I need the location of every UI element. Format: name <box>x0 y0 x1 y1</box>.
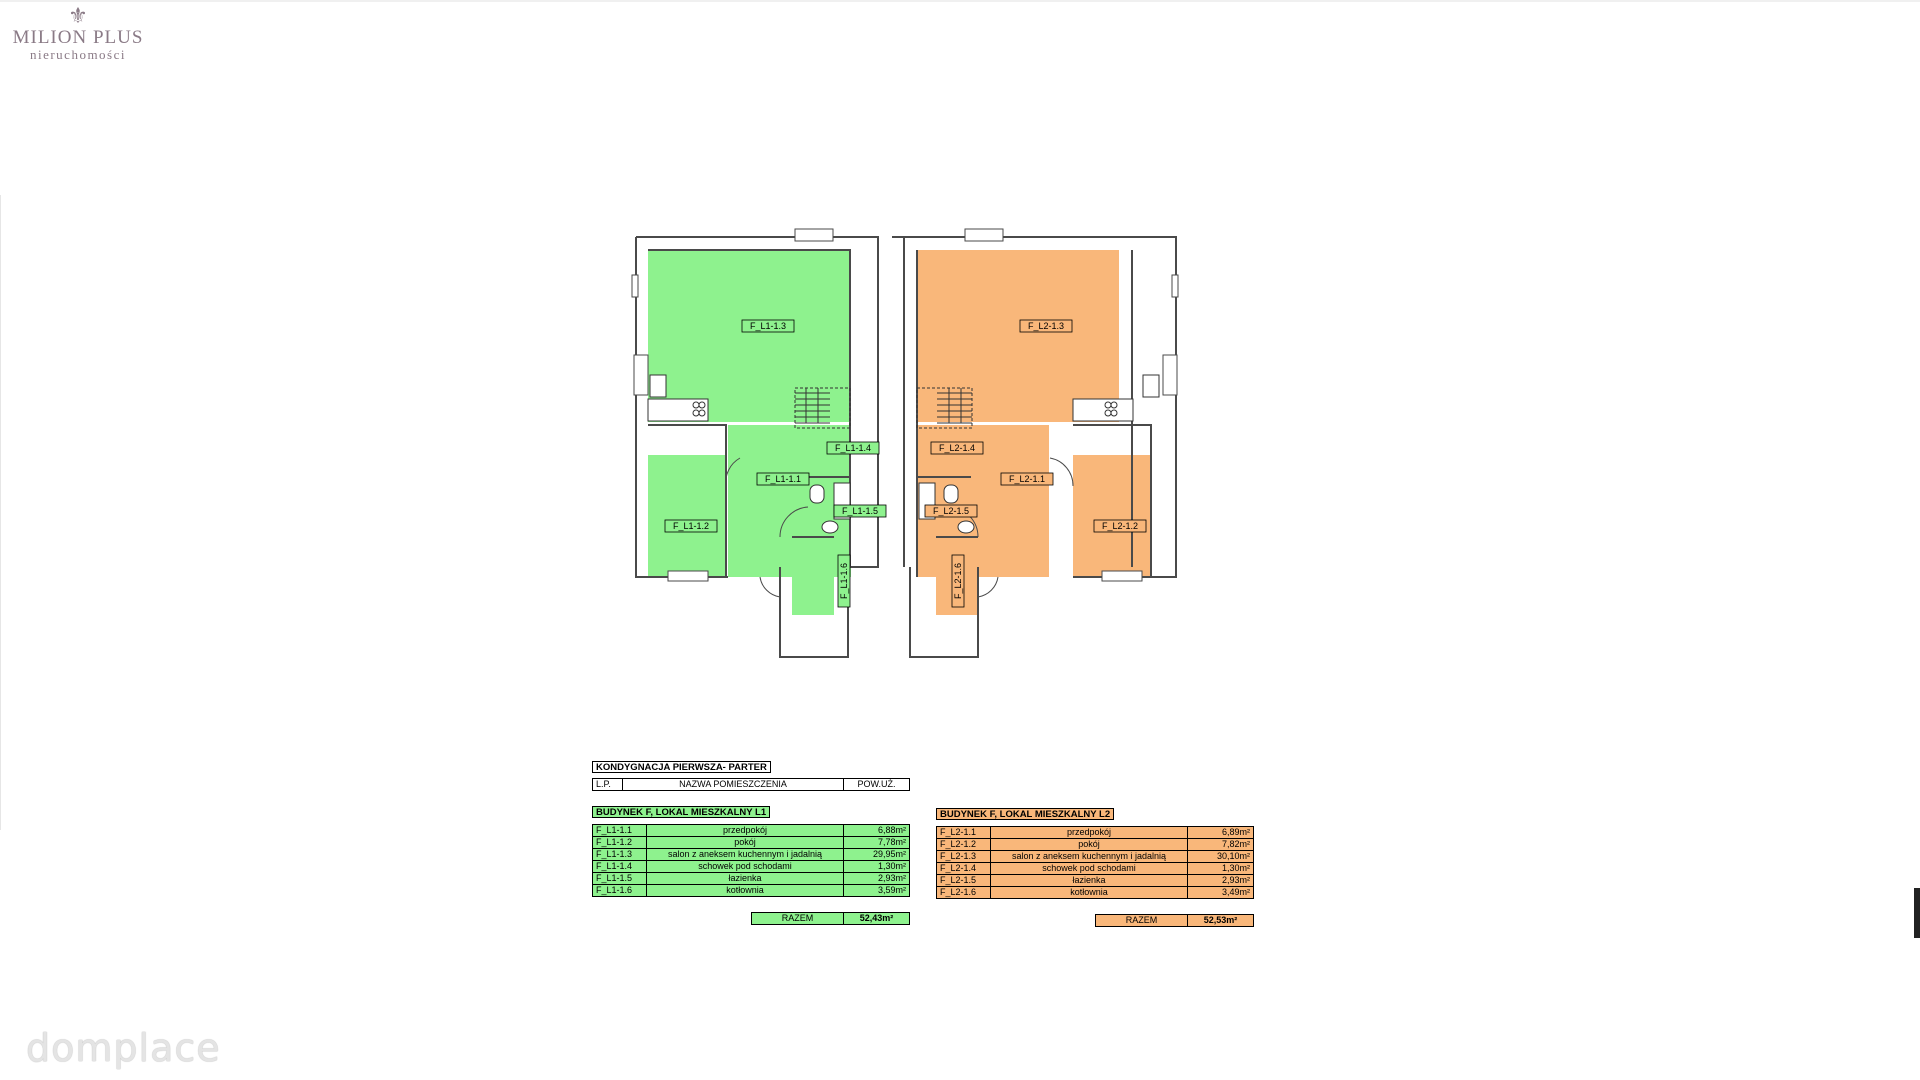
label-l2-1-4: F_L2-1.4 <box>939 443 975 453</box>
header-lp: L.P. <box>592 778 623 791</box>
cell-name: przedpokój <box>646 824 844 837</box>
logo-subtitle: nieruchomości <box>29 47 127 62</box>
label-l2-1-3: F_L2-1.3 <box>1028 321 1064 331</box>
scroll-marker[interactable] <box>1914 888 1920 938</box>
cell-lp: F_L1-1.5 <box>592 872 647 885</box>
unit2-total: RAZEM 52,53m² <box>1095 914 1254 927</box>
label-l2-1-1: F_L2-1.1 <box>1009 474 1045 484</box>
fixtures <box>647 374 1160 534</box>
cell-lp: F_L2-1.2 <box>936 838 991 851</box>
room-l1-kotlownia <box>792 537 834 615</box>
cell-name: salon z aneksem kuchennym i jadalnią <box>646 848 844 861</box>
cell-name: schowek pod schodami <box>646 860 844 873</box>
cell-area: 30,10m² <box>1187 850 1254 863</box>
cell-area: 1,30m² <box>843 860 910 873</box>
unit1-total: RAZEM 52,43m² <box>751 912 910 925</box>
label-l1-1-2: F_L1-1.2 <box>673 521 709 531</box>
label-l2-1-5: F_L2-1.5 <box>933 506 969 516</box>
room-label-boxes <box>664 319 887 608</box>
cell-area: 2,93m² <box>1187 874 1254 887</box>
total-row: RAZEM 52,43m² <box>751 912 910 925</box>
floor-plan: F_L1-1.3 F_L1-1.4 F_L1-1.1 F_L1-1.5 F_L1… <box>631 228 1179 658</box>
cell-area: 2,93m² <box>843 872 910 885</box>
room-label-boxes-2 <box>924 319 1147 608</box>
total-value: 52,43m² <box>843 912 910 925</box>
cell-lp: F_L2-1.6 <box>936 886 991 899</box>
left-border <box>0 195 1 830</box>
label-l1-1-6: F_L1-1.6 <box>839 563 849 599</box>
level-title: KONDYGNACJA PIERWSZA- PARTER <box>592 761 771 773</box>
cell-lp: F_L2-1.1 <box>936 826 991 839</box>
cell-area: 29,95m² <box>843 848 910 861</box>
cell-lp: F_L2-1.3 <box>936 850 991 863</box>
cell-area: 3,59m² <box>843 884 910 897</box>
cell-lp: F_L2-1.5 <box>936 874 991 887</box>
cell-name: kotłownia <box>646 884 844 897</box>
domplace-watermark: domplace <box>26 1026 221 1070</box>
cell-lp: F_L1-1.3 <box>592 848 647 861</box>
top-border <box>0 0 1920 2</box>
cell-name: kotłownia <box>990 886 1188 899</box>
label-l2-1-2: F_L2-1.2 <box>1102 521 1138 531</box>
cell-area: 7,78m² <box>843 836 910 849</box>
cell-name: pokój <box>646 836 844 849</box>
label-l1-1-5: F_L1-1.5 <box>842 506 878 516</box>
total-label: RAZEM <box>751 912 844 925</box>
label-l1-1-1: F_L1-1.1 <box>765 474 801 484</box>
cell-area: 6,88m² <box>843 824 910 837</box>
total-value: 52,53m² <box>1187 914 1254 927</box>
cell-name: łazienka <box>990 874 1188 887</box>
room-l1-salon <box>648 250 850 422</box>
cell-name: łazienka <box>646 872 844 885</box>
cell-lp: F_L1-1.4 <box>592 860 647 873</box>
cell-lp: F_L2-1.4 <box>936 862 991 875</box>
unit2-title: BUDYNEK F, LOKAL MIESZKALNY L2 <box>936 808 1115 820</box>
label-l1-1-3: F_L1-1.3 <box>750 321 786 331</box>
room-l1-pokoj <box>648 455 726 577</box>
cell-lp: F_L1-1.6 <box>592 884 647 897</box>
fleur-de-lis-icon: ⚜ <box>68 4 88 29</box>
cell-area: 6,89m² <box>1187 826 1254 839</box>
cell-name: salon z aneksem kuchennym i jadalnią <box>990 850 1188 863</box>
label-l2-1-6: F_L2-1.6 <box>953 563 963 599</box>
company-logo[interactable]: ⚜ MILION PLUS nieruchomości <box>8 4 148 62</box>
cell-area: 1,30m² <box>1187 862 1254 875</box>
table-header: L.P. NAZWA POMIESZCZENIA POW.UŻ. <box>592 778 910 791</box>
unit1-rooms <box>648 250 851 615</box>
cell-lp: F_L1-1.2 <box>592 836 647 849</box>
cell-name: schowek pod schodami <box>990 862 1188 875</box>
cell-name: przedpokój <box>990 826 1188 839</box>
stairs <box>794 387 973 429</box>
room-l2-salon <box>917 250 1119 422</box>
cell-lp: F_L1-1.1 <box>592 824 647 837</box>
logo-brand: MILION PLUS <box>12 27 144 48</box>
table-header-row: L.P. NAZWA POMIESZCZENIA POW.UŻ. <box>592 778 910 791</box>
windows <box>631 228 1179 582</box>
total-label: RAZEM <box>1095 914 1188 927</box>
cell-area: 7,82m² <box>1187 838 1254 851</box>
unit1-title: BUDYNEK F, LOKAL MIESZKALNY L1 <box>592 806 771 818</box>
header-area: POW.UŻ. <box>843 778 910 791</box>
cell-area: 3,49m² <box>1187 886 1254 899</box>
cell-name: pokój <box>990 838 1188 851</box>
label-l1-1-4: F_L1-1.4 <box>835 443 871 453</box>
room-l2-pokoj <box>1073 455 1151 577</box>
header-name: NAZWA POMIESZCZENIA <box>622 778 844 791</box>
total-row: RAZEM 52,53m² <box>1095 914 1254 927</box>
